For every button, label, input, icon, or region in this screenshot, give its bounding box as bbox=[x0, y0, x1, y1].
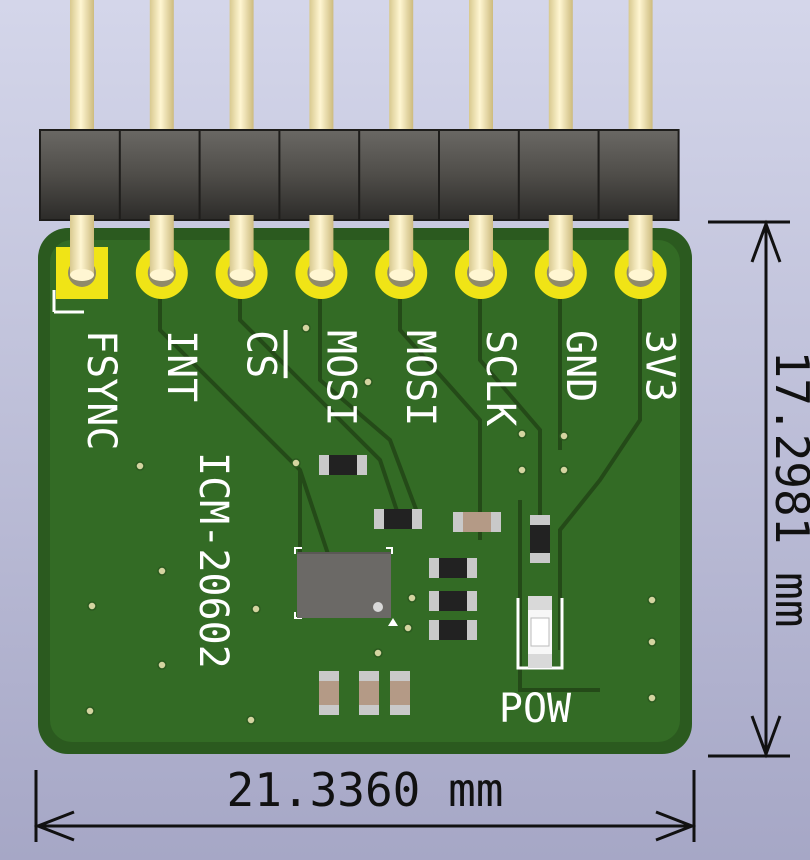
chip-label: ICM-20602 bbox=[190, 452, 236, 669]
header-pin-lower bbox=[70, 215, 94, 275]
pin-label: INT bbox=[158, 330, 204, 402]
pin-label: SCLK bbox=[477, 330, 523, 426]
header-body-segment bbox=[597, 129, 680, 221]
vias bbox=[85, 323, 657, 725]
header-pin bbox=[469, 0, 493, 140]
header-body-segment bbox=[198, 129, 281, 221]
smd-components bbox=[319, 455, 550, 715]
pin-label: CS bbox=[238, 330, 284, 378]
header-pin-lower bbox=[469, 215, 493, 275]
pin-tip bbox=[389, 269, 414, 281]
header-body-segment bbox=[358, 129, 441, 221]
header-pin bbox=[548, 0, 573, 140]
header-pin bbox=[149, 0, 174, 140]
pin-tip bbox=[229, 269, 254, 281]
header-body-segment bbox=[438, 129, 520, 221]
pin-tip bbox=[309, 269, 334, 281]
header-pin-lower bbox=[628, 215, 653, 275]
pin1-marker bbox=[52, 290, 84, 314]
header-pin-lower bbox=[309, 215, 334, 275]
power-led-label: POW bbox=[499, 686, 572, 732]
width-dimension bbox=[33, 770, 697, 842]
pin-labels: FSYNC INT CS MOSI MOSI SCLK GND 3V3 bbox=[78, 330, 683, 450]
header-pin-lower bbox=[149, 215, 174, 275]
pin-label: 3V3 bbox=[637, 330, 683, 402]
header-body-segment bbox=[39, 129, 121, 221]
header-pin bbox=[389, 0, 414, 140]
copper-pour bbox=[50, 240, 680, 742]
pin-tip bbox=[469, 269, 493, 281]
width-dimension-label: 21.3360 mm bbox=[227, 763, 504, 817]
height-dimension-label: 17.2981 mm bbox=[765, 351, 810, 628]
pin-tip bbox=[548, 269, 573, 281]
pin-label: GND bbox=[557, 330, 603, 402]
pin-tip bbox=[628, 269, 653, 281]
header-body-segment bbox=[278, 129, 361, 221]
header-pin-lower bbox=[389, 215, 414, 275]
header-pin bbox=[309, 0, 334, 140]
pin-tip bbox=[70, 269, 94, 281]
header-pin bbox=[229, 0, 254, 140]
imu-chip bbox=[294, 547, 398, 626]
header-body-segment bbox=[118, 129, 201, 221]
header-pin-lower bbox=[229, 215, 254, 275]
pin-label: MOSI bbox=[397, 330, 443, 426]
pcb-traces bbox=[158, 272, 642, 692]
header-pin-lower bbox=[548, 215, 573, 275]
header-pin bbox=[70, 0, 94, 140]
pin-header bbox=[39, 0, 680, 299]
pin-label: MOSI bbox=[317, 330, 363, 426]
height-dimension bbox=[708, 219, 790, 759]
header-body-segment bbox=[517, 129, 600, 221]
header-pin bbox=[628, 0, 653, 140]
pin-label: FSYNC bbox=[78, 330, 124, 450]
pin-tip bbox=[149, 269, 174, 281]
power-led bbox=[516, 596, 564, 670]
